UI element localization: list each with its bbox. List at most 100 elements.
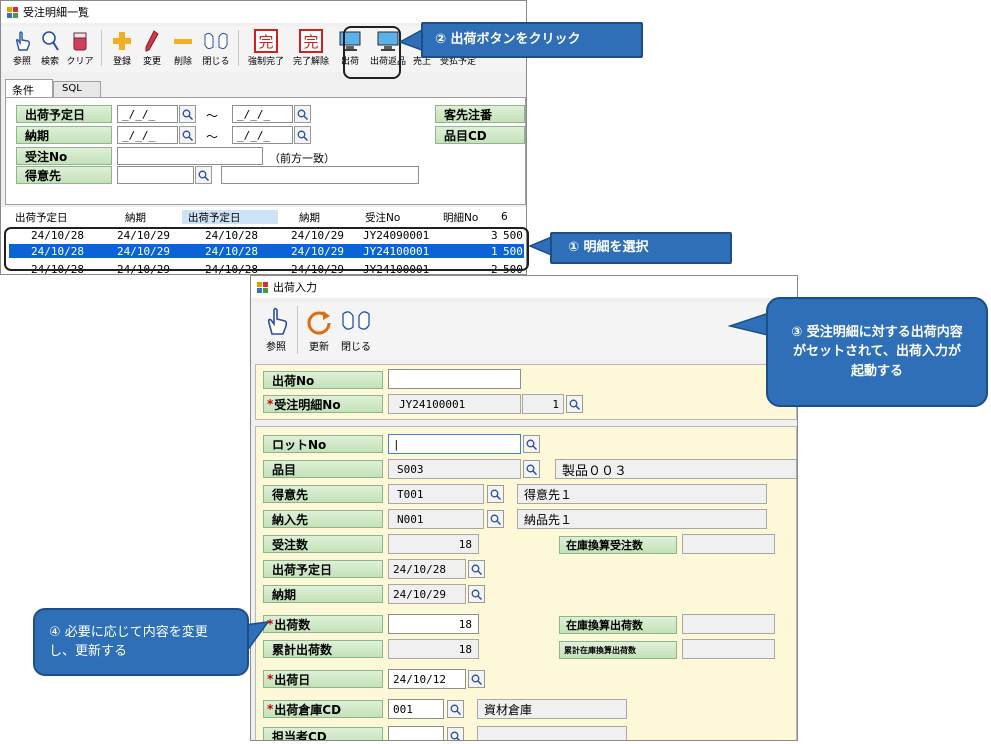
- ref-button[interactable]: 参照: [259, 302, 293, 360]
- cust-order-label: 客先注番: [435, 105, 525, 123]
- grid-header-row: 出荷予定日 納期 出荷予定日 納期 受注No 明細No 6: [1, 210, 526, 224]
- svg-text:完: 完: [258, 33, 273, 51]
- order-line-search-button[interactable]: [566, 395, 583, 413]
- clear-button[interactable]: クリア: [65, 26, 95, 72]
- plan-date-calendar-button[interactable]: [468, 560, 485, 578]
- ship-no-label: 出荷No: [263, 371, 383, 389]
- grid-cell: 3: [491, 228, 498, 242]
- item-code-input[interactable]: S003: [388, 459, 521, 479]
- app-icon: [7, 6, 18, 18]
- register-button[interactable]: 登録: [108, 26, 136, 72]
- force-complete-button[interactable]: 完強制完了: [243, 26, 289, 72]
- callout-step-4: ④ 必要に応じて内容を変更し、更新する: [33, 608, 249, 676]
- table-row[interactable]: 24/10/28 24/10/29 24/10/28 24/10/29 JY24…: [1, 262, 526, 275]
- customer-label: 得意先: [263, 485, 383, 503]
- magnifier-icon: [182, 130, 193, 141]
- ship-qty-input[interactable]: 18: [388, 614, 479, 634]
- pencil-icon: [145, 30, 159, 52]
- update-button[interactable]: 更新: [302, 302, 336, 360]
- ship-button-highlight: [343, 26, 401, 79]
- ship-date-label: *出荷日: [263, 670, 383, 688]
- grid-header[interactable]: 出荷予定日: [15, 211, 68, 224]
- grid-header[interactable]: 明細No: [443, 211, 479, 224]
- due-from-input[interactable]: _/_/_: [117, 126, 178, 144]
- order-qty-label: 受注数: [263, 535, 383, 553]
- magnifier-icon: [450, 704, 461, 715]
- order-grid: 出荷予定日 納期 出荷予定日 納期 受注No 明細No 6 24/10/28 2…: [1, 210, 526, 275]
- ship-date-to-input[interactable]: _/_/_: [232, 105, 293, 123]
- grid-header-sorted[interactable]: 出荷予定日: [182, 210, 278, 224]
- window-titlebar: 出荷入力: [251, 276, 797, 298]
- calendar-button[interactable]: [179, 105, 196, 123]
- ship-date-input[interactable]: 24/10/12: [388, 669, 466, 689]
- magnifier-icon: [182, 109, 193, 120]
- calendar-button[interactable]: [294, 105, 311, 123]
- warehouse-search-button[interactable]: [447, 700, 464, 718]
- plan-date-label: 出荷予定日: [263, 560, 383, 578]
- ship-no-input[interactable]: [388, 369, 521, 389]
- edit-button[interactable]: 変更: [136, 26, 168, 72]
- due-calendar-button[interactable]: [468, 585, 485, 603]
- order-no-input[interactable]: [117, 147, 263, 165]
- customer-search-button[interactable]: [195, 166, 212, 184]
- plan-date-input[interactable]: 24/10/28: [388, 559, 466, 579]
- magnifier-icon: [297, 130, 308, 141]
- grid-header[interactable]: 受注No: [365, 211, 401, 224]
- order-line-no-input[interactable]: JY24100001: [388, 394, 521, 414]
- close-button[interactable]: 閉じる: [336, 302, 376, 360]
- ship-button[interactable]: 出荷: [333, 26, 367, 72]
- search-button[interactable]: 検索: [35, 26, 65, 72]
- due-to-input[interactable]: _/_/_: [232, 126, 293, 144]
- grid-header[interactable]: 納期: [299, 211, 320, 224]
- stock-order-qty-label: 在庫換算受注数: [559, 536, 677, 554]
- item-search-button[interactable]: [523, 460, 540, 478]
- grid-cell: 24/10/29: [291, 228, 344, 242]
- table-row-selected[interactable]: 24/10/28 24/10/29 24/10/28 24/10/29 JY24…: [9, 244, 524, 258]
- warehouse-code-input[interactable]: 001: [388, 699, 444, 719]
- destination-search-button[interactable]: [487, 510, 504, 528]
- tab-condition[interactable]: 条件: [5, 79, 53, 97]
- ship-date-label: 出荷予定日: [16, 105, 112, 123]
- grid-cell: 24/10/29: [291, 262, 344, 275]
- window-titlebar: 受注明細一覧: [1, 1, 526, 23]
- ship-date-calendar-button[interactable]: [468, 670, 485, 688]
- table-row[interactable]: 24/10/28 24/10/29 24/10/28 24/10/29 JY24…: [1, 228, 526, 242]
- destination-code-input[interactable]: N001: [388, 509, 484, 529]
- ship-date-from-input[interactable]: _/_/_: [117, 105, 178, 123]
- calendar-button[interactable]: [294, 126, 311, 144]
- app-icon: [257, 281, 268, 293]
- person-search-button[interactable]: [447, 727, 464, 740]
- stock-plan-button[interactable]: 受払予定: [439, 57, 476, 67]
- item-cd-label: 品目CD: [435, 126, 525, 144]
- stock-ship-qty-label: 在庫換算出荷数: [559, 616, 677, 634]
- grid-header[interactable]: 6: [501, 211, 508, 223]
- uncomplete-button[interactable]: 完完了解除: [289, 26, 333, 72]
- order-line-label: *受注明細No: [263, 395, 383, 413]
- customer-code-input[interactable]: [117, 166, 194, 184]
- calendar-button[interactable]: [179, 126, 196, 144]
- grid-header[interactable]: 納期: [125, 211, 146, 224]
- grid-cell: 500: [503, 244, 523, 258]
- complete-stamp-icon: 完: [254, 29, 278, 53]
- grid-cell: JY24090001: [363, 228, 430, 242]
- customer-code-input[interactable]: T001: [388, 484, 484, 504]
- callout-step-1: ① 明細を選択: [550, 232, 732, 264]
- delete-button[interactable]: 削除: [168, 26, 198, 72]
- door-close-icon: [204, 32, 228, 50]
- window-title: 出荷入力: [273, 281, 317, 294]
- sales-button[interactable]: 売上: [412, 57, 431, 67]
- customer-name-input[interactable]: [221, 166, 419, 184]
- lot-search-button[interactable]: [523, 435, 540, 453]
- magnifier-icon: [42, 31, 59, 51]
- customer-search-button[interactable]: [487, 485, 504, 503]
- person-name-display: [477, 726, 627, 740]
- person-code-input[interactable]: [388, 726, 444, 740]
- due-input[interactable]: 24/10/29: [388, 584, 466, 604]
- ship-return-button[interactable]: 出荷返品: [367, 26, 409, 72]
- ref-button[interactable]: 参照: [9, 26, 35, 72]
- grid-cell: 24/10/28: [205, 262, 258, 275]
- close-button[interactable]: 閉じる: [198, 26, 234, 72]
- lot-no-input[interactable]: |: [388, 434, 521, 454]
- order-line-seq-input[interactable]: 1: [522, 394, 564, 414]
- tab-sql[interactable]: SQL: [53, 81, 101, 97]
